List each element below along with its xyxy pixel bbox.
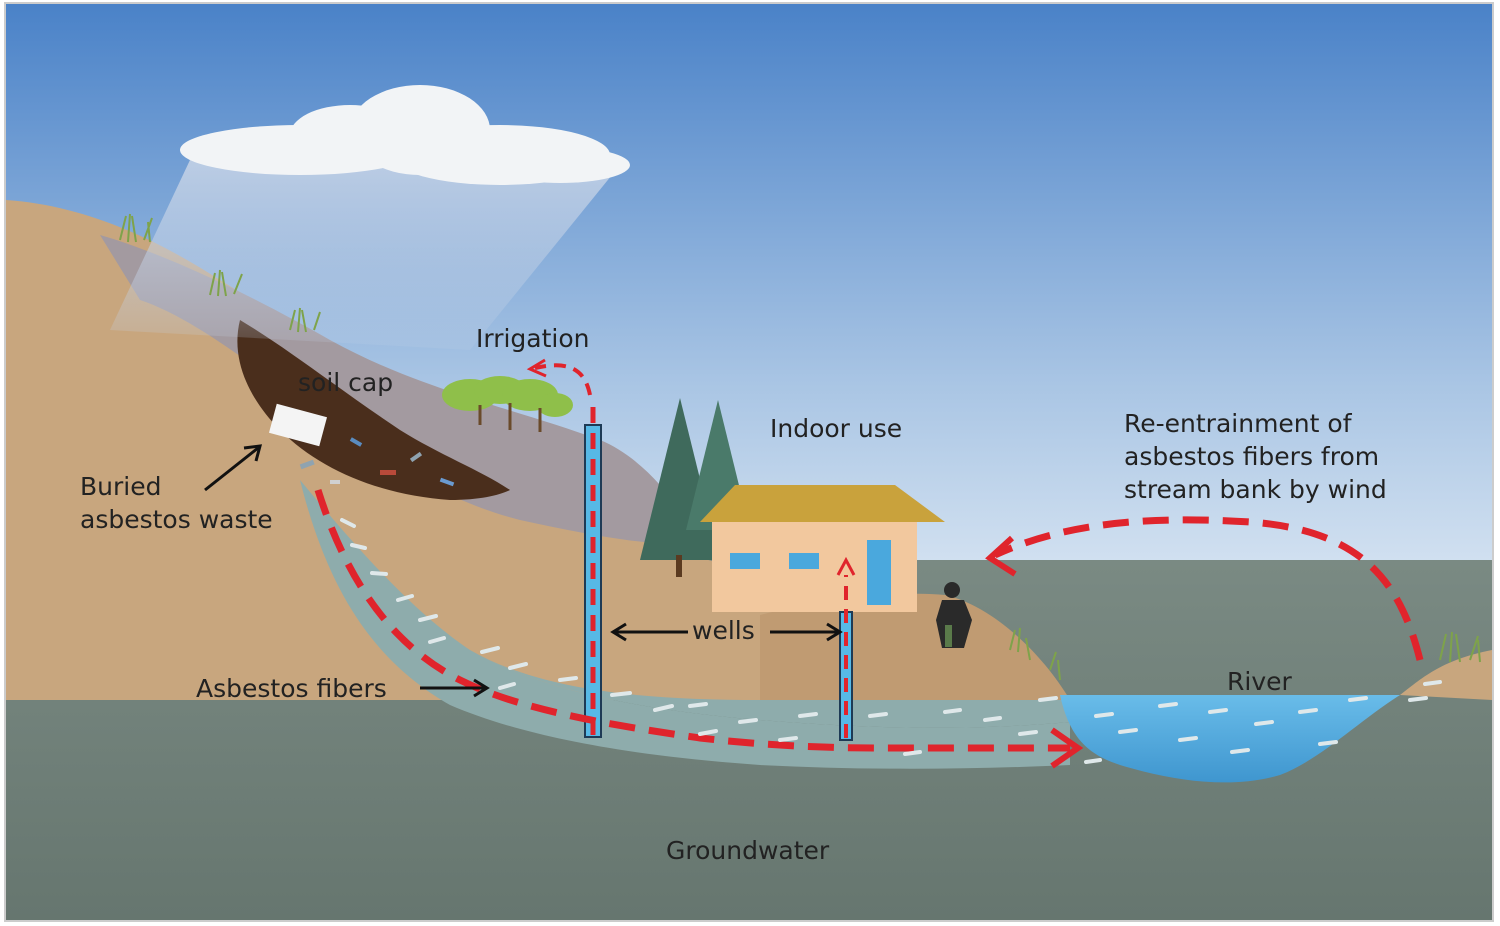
house-door (867, 540, 891, 605)
right-bank (1400, 650, 1492, 700)
label-irrigation: Irrigation (476, 324, 590, 353)
irrigation-spray-arrow (534, 363, 592, 396)
irrigation-well (584, 424, 602, 738)
asbestos-fiber-marks (340, 518, 1442, 764)
waste-debris (299, 437, 455, 487)
indoor-well (839, 611, 853, 741)
label-indoor-use: Indoor use (770, 414, 903, 443)
person-icon (936, 582, 972, 648)
label-reentrainment: Re-entrainment of asbestos fibers from s… (1124, 409, 1387, 504)
house-window-left (730, 553, 760, 569)
groundwater-flow-arrow (314, 488, 1070, 752)
bush-trunks (478, 403, 542, 432)
frame-border (4, 2, 1494, 922)
wind-arrowhead (985, 535, 1017, 577)
cloud-icon (180, 85, 630, 185)
label-wells: wells (692, 616, 755, 645)
buried-waste-pit (237, 320, 511, 500)
house-window-right (789, 553, 819, 569)
house-hill (760, 593, 1070, 700)
label-river: River (1227, 667, 1292, 696)
label-soil-cap: soil cap (298, 368, 394, 397)
label-buried-waste: Buried asbestos waste (80, 472, 273, 534)
river (1060, 695, 1400, 783)
house-icon (700, 485, 945, 612)
rain-icon (110, 160, 620, 350)
bush-icon (442, 376, 573, 417)
waste-block (269, 403, 327, 447)
grass-icon (119, 213, 1481, 681)
label-asbestos-fibers: Asbestos fibers (196, 674, 387, 703)
label-groundwater: Groundwater (666, 836, 830, 865)
groundwater-arrowhead (1050, 727, 1084, 769)
indoor-arrowhead (836, 556, 856, 576)
aquifer-fill (470, 650, 1070, 728)
pointer-arrows (204, 444, 843, 698)
irrigation-arrowhead (526, 358, 547, 378)
